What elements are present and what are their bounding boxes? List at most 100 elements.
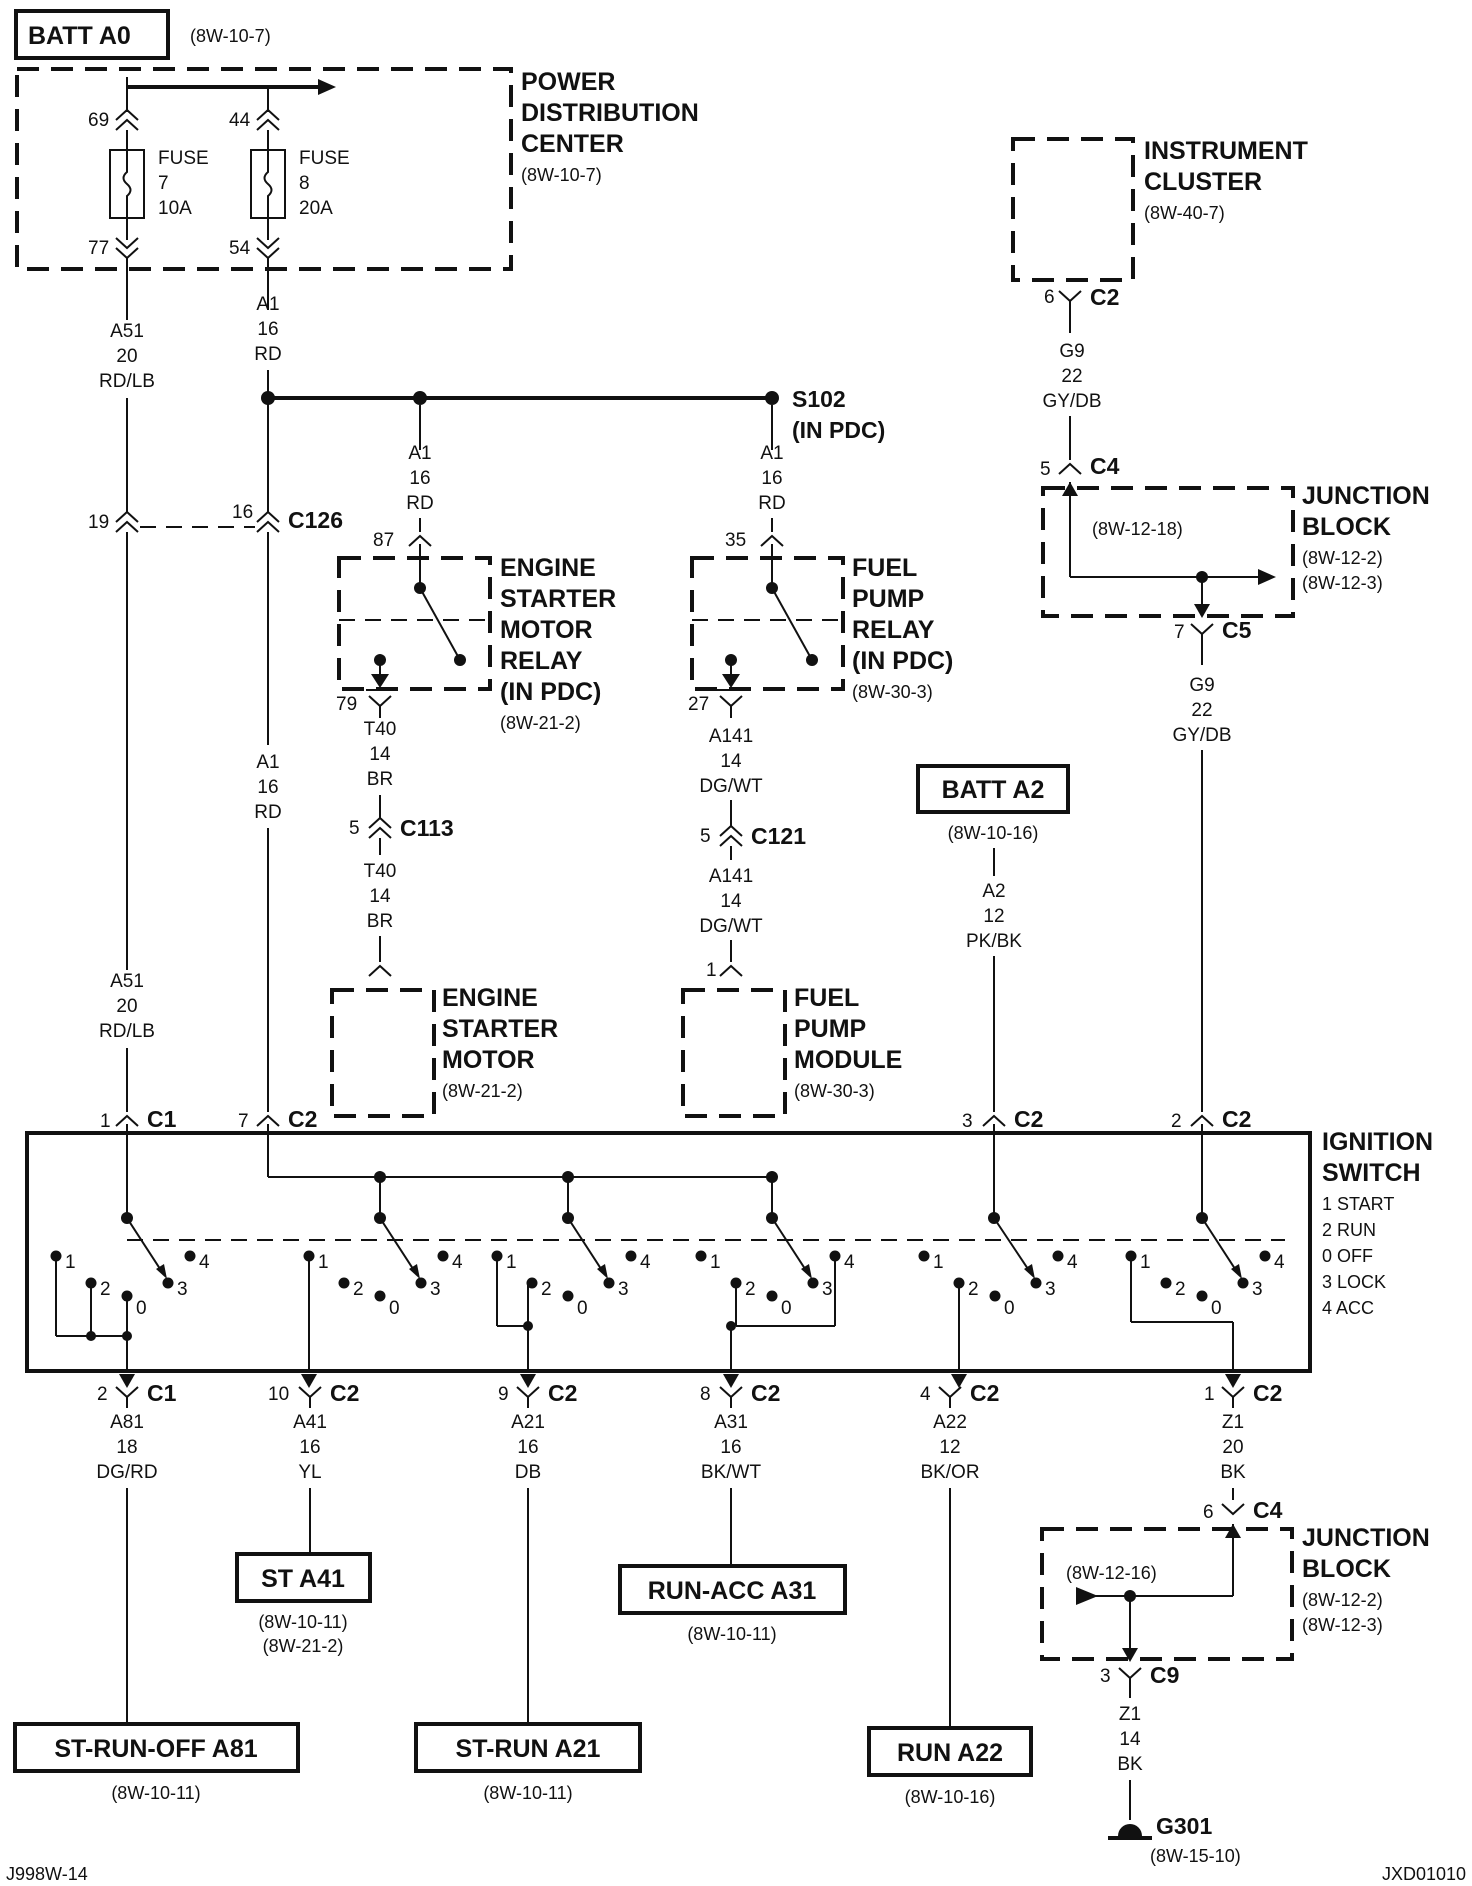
ign-top-c2b-name: C2 xyxy=(1014,1106,1043,1132)
ign-g1-pos-2: 2 xyxy=(353,1279,364,1300)
jb1-ref-2: (8W-12-3) xyxy=(1302,573,1383,593)
ign-bot-c2-9-pin: 9 xyxy=(498,1384,509,1405)
ic-c2-name: C2 xyxy=(1090,284,1119,310)
g301-name: G301 xyxy=(1156,1813,1212,1839)
wire-a141-b-gauge: 14 xyxy=(720,891,742,912)
pdc-title-3: CENTER xyxy=(521,130,624,158)
fpm-title-1: FUEL xyxy=(794,984,859,1012)
st-run-off-a81-box xyxy=(13,1722,300,1773)
esr-out-terminal-icon xyxy=(368,695,392,707)
fuse8-out-connector-icon xyxy=(256,237,280,259)
jb1-c4-pin: 5 xyxy=(1040,459,1051,480)
c126-pin-right: 16 xyxy=(232,502,253,523)
run-acc-a31-ref: (8W-10-11) xyxy=(687,1624,776,1644)
ign-bot-c2-4-icon xyxy=(938,1386,962,1398)
fuse8-amps: 20A xyxy=(299,198,333,219)
ign-g5-pos-1: 1 xyxy=(1140,1252,1151,1273)
wire-a1-top-color: RD xyxy=(254,344,281,365)
fpr-title-4: (IN PDC) xyxy=(852,647,953,675)
ign-g2-pos-0: 0 xyxy=(577,1298,588,1319)
wire-a141-a-color: DG/WT xyxy=(699,776,763,797)
wire-z1-b-gauge: 14 xyxy=(1119,1729,1141,1750)
jb1-c5-pin: 7 xyxy=(1174,622,1185,643)
wire-a1-fpr-circuit: A1 xyxy=(760,443,783,464)
pdc-title-2: DISTRIBUTION xyxy=(521,99,699,127)
ign-g3-pos-2: 2 xyxy=(745,1279,756,1300)
fpm-box xyxy=(681,988,787,1118)
ign-top-c2a-pin: 7 xyxy=(238,1111,249,1132)
wire-a41-circuit: A41 xyxy=(293,1412,327,1433)
esm-box xyxy=(330,988,436,1118)
wire-a141-b-circuit: A141 xyxy=(709,866,753,887)
st-run-off-a81-ref: (8W-10-11) xyxy=(111,1783,200,1803)
st-a41-ref-1: (8W-10-11) xyxy=(258,1612,347,1632)
ign-bot-c2-9-icon xyxy=(516,1386,540,1398)
c121-pin: 5 xyxy=(700,826,711,847)
fuse8-element-icon xyxy=(263,150,273,218)
ign-bot-c2-8-pin: 8 xyxy=(700,1384,711,1405)
esr-ref: (8W-21-2) xyxy=(500,713,581,733)
wire-a22-circuit: A22 xyxy=(933,1412,967,1433)
wire-a21-circuit: A21 xyxy=(511,1412,545,1433)
esm-terminal-icon xyxy=(368,965,392,977)
wire-a1-esr-color: RD xyxy=(406,493,433,514)
wire-a51-bot-circuit: A51 xyxy=(110,971,144,992)
esr-pin-in: 87 xyxy=(373,530,394,551)
jb2-c4-name: C4 xyxy=(1253,1497,1283,1523)
wire-g9-b-gauge: 22 xyxy=(1191,700,1212,721)
jb1-c5-name: C5 xyxy=(1222,617,1252,643)
fuse8-pin-out: 54 xyxy=(229,238,251,259)
fpr-pin-in: 35 xyxy=(725,530,746,551)
ign-g1-pos-3: 3 xyxy=(430,1279,441,1300)
footer-left: J998W-14 xyxy=(6,1864,88,1884)
ign-bot-c2-1-name: C2 xyxy=(1253,1380,1282,1406)
ic-c2-terminal-icon xyxy=(1058,290,1082,302)
c126-name: C126 xyxy=(288,507,343,533)
fpm-ref: (8W-30-3) xyxy=(794,1081,875,1101)
wire-a1-fpr-gauge: 16 xyxy=(761,468,782,489)
batt-a2-ref: (8W-10-16) xyxy=(948,823,1039,843)
ign-bot-c2-1-pin: 1 xyxy=(1204,1384,1215,1405)
fuse7-in-connector-icon xyxy=(115,109,139,131)
ign-g2-pos-1: 1 xyxy=(506,1252,517,1273)
wire-a21-color: DB xyxy=(515,1462,541,1483)
pdc-ref: (8W-10-7) xyxy=(521,165,602,185)
fuse8-pin-in: 44 xyxy=(229,110,251,131)
wire-a81-gauge: 18 xyxy=(116,1437,137,1458)
splice-dot-s102 xyxy=(765,391,779,405)
wire-a31-gauge: 16 xyxy=(720,1437,741,1458)
ign-g4-pos-3: 3 xyxy=(1045,1279,1056,1300)
ign-top-c2a-name: C2 xyxy=(288,1106,317,1132)
jb2-c4-terminal-icon xyxy=(1221,1503,1245,1515)
wire-a51-top-gauge: 20 xyxy=(116,346,137,367)
s102-sub: (IN PDC) xyxy=(792,417,885,443)
jb1-arrow-icon xyxy=(1258,569,1276,585)
run-acc-a31-label: RUN-ACC A31 xyxy=(648,1577,817,1605)
g301-ref: (8W-15-10) xyxy=(1150,1846,1241,1866)
wire-t40-b-gauge: 14 xyxy=(369,886,391,907)
jb1-title-1: JUNCTION xyxy=(1302,482,1430,510)
esm-title-2: STARTER xyxy=(442,1015,558,1043)
wire-t40-b-color: BR xyxy=(367,911,393,932)
c126-left-connector-icon xyxy=(115,511,139,533)
wire-a51-bot-color: RD/LB xyxy=(99,1021,155,1042)
wire-a22-gauge: 12 xyxy=(939,1437,960,1458)
pdc-title-1: POWER xyxy=(521,68,615,96)
c126-pin-left: 19 xyxy=(88,512,109,533)
c126-right-connector-icon xyxy=(256,511,280,533)
ign-g1-pos-1: 1 xyxy=(318,1252,329,1273)
jb1-c5-terminal-icon xyxy=(1190,623,1214,635)
wire-g9-b-color: GY/DB xyxy=(1172,725,1231,746)
wire-g9-a-circuit: G9 xyxy=(1059,341,1084,362)
wire-a141-a-gauge: 14 xyxy=(720,751,742,772)
ign-g0-pos-2: 2 xyxy=(100,1279,111,1300)
fuse8-in-connector-icon xyxy=(256,109,280,131)
jb2-c9-pin: 3 xyxy=(1100,1666,1111,1687)
jb1-title-2: BLOCK xyxy=(1302,513,1391,541)
esm-ref: (8W-21-2) xyxy=(442,1081,523,1101)
pdc-box xyxy=(15,67,513,271)
fpm-title-2: PUMP xyxy=(794,1015,866,1043)
jb2-c9-name: C9 xyxy=(1150,1662,1179,1688)
